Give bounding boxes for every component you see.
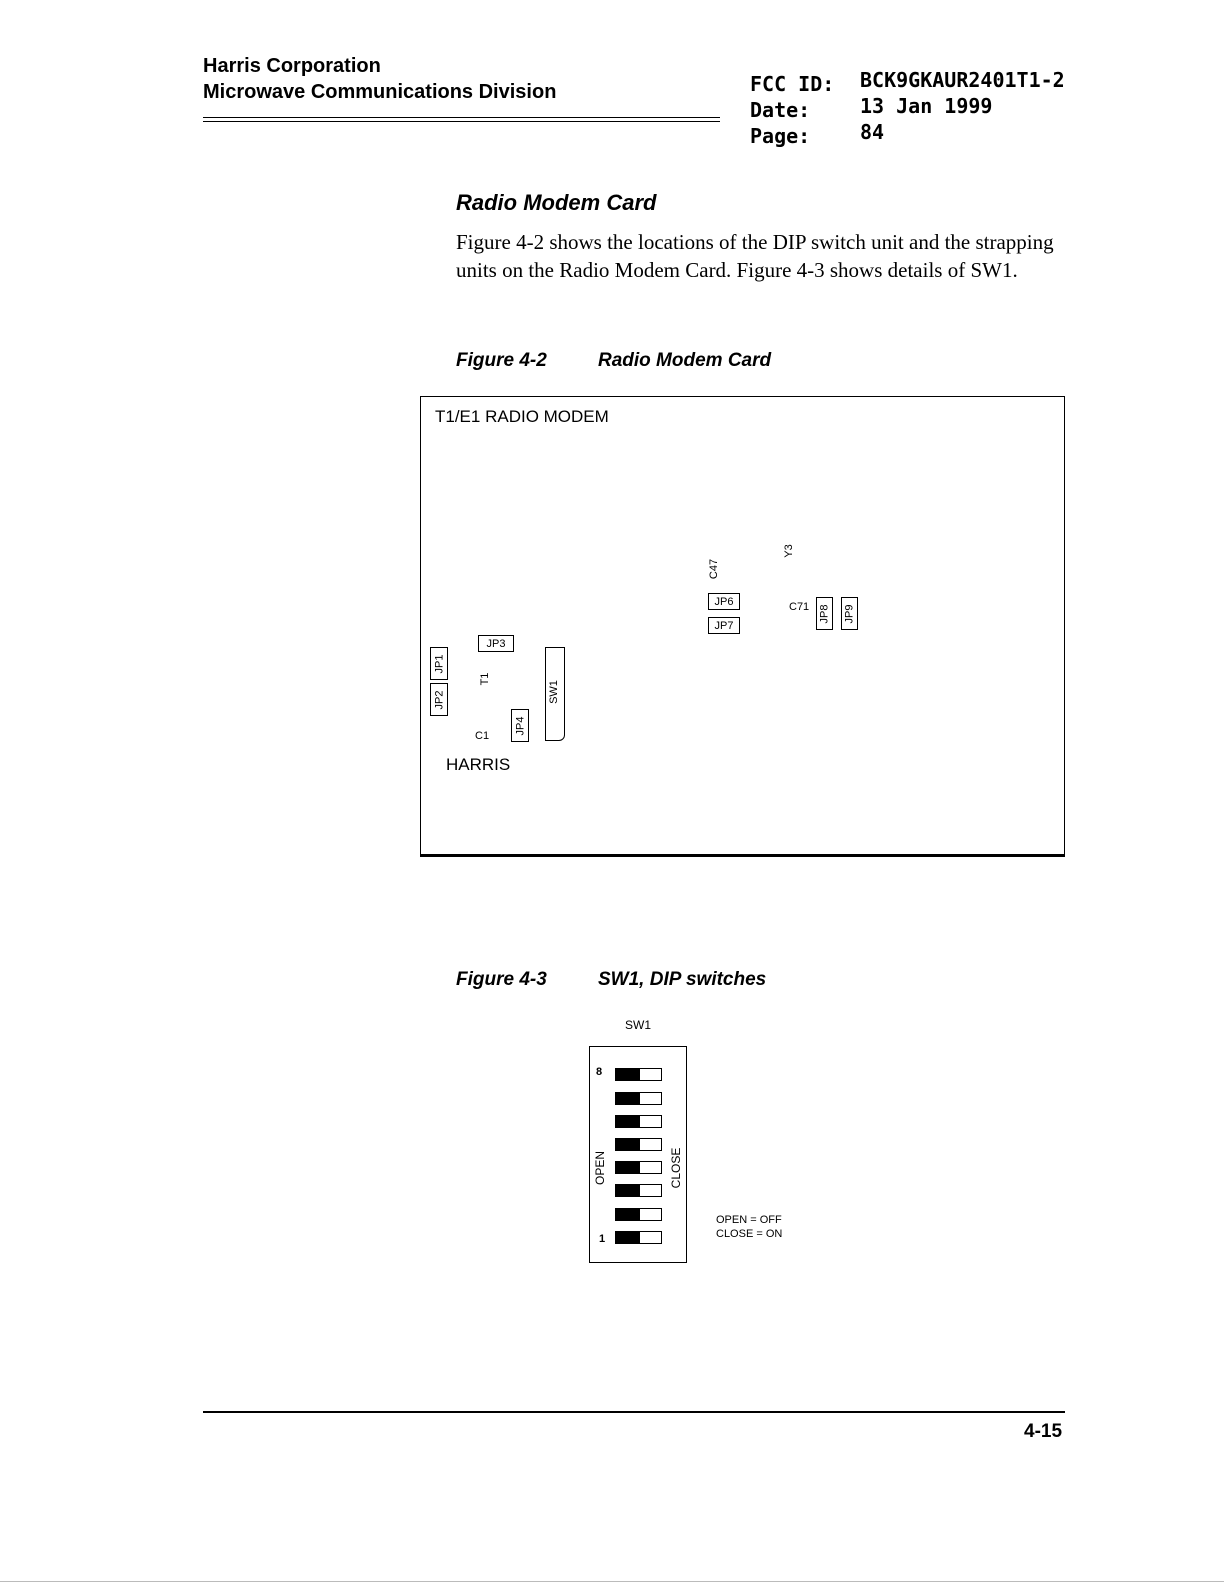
radio-modem-card-diagram: T1/E1 RADIO MODEM C47 Y3 JP6 JP7 C71 JP8… [420,396,1065,857]
dip-switch-diagram: 8 1 OPEN CLOSE [589,1046,687,1263]
dip-switch-6 [615,1115,662,1128]
date-value: 13 Jan 1999 [860,94,993,118]
section-body: Figure 4-2 shows the locations of the DI… [456,230,1054,282]
close-label: CLOSE [669,1147,683,1189]
dip-switch-7 [615,1092,662,1105]
switch-legend: OPEN = OFF CLOSE = ON [716,1213,782,1241]
jumper-jp2: JP2 [430,683,448,716]
figure-2-caption: Radio Modem Card [598,350,772,371]
page-label: Page: [750,124,811,148]
figure-3-caption: SW1, DIP switches [598,969,767,990]
dip-switch-4 [615,1161,662,1174]
page-value: 84 [860,120,885,144]
switch-index-top: 8 [596,1066,603,1078]
jumper-jp6: JP6 [708,593,740,610]
legend-open: OPEN = OFF [716,1214,782,1226]
footer-rule [203,1411,1065,1413]
jumper-jp3: JP3 [478,635,514,652]
dip-switch-3 [615,1184,662,1197]
label-sw1: SW1 [548,680,560,704]
dip-switch-2 [615,1208,662,1221]
dip-switch-5 [615,1138,662,1151]
header-rule [203,117,720,118]
dip-switch-8 [615,1068,662,1081]
company-name: Harris Corporation [203,55,381,77]
legend-close: CLOSE = ON [716,1228,783,1240]
fcc-id-value: BCK9GKAUR2401T1-2 [860,68,1065,92]
scan-edge-line [0,1581,1224,1582]
dip-switch-1 [615,1231,662,1244]
figure-3-number: Figure 4-3 [456,969,547,990]
label-y3: Y3 [783,544,795,558]
switch-index-bottom: 1 [599,1233,606,1245]
jumper-jp1: JP1 [430,647,448,680]
sw1-title: SW1 [625,1018,652,1032]
header-rule-double [203,121,720,122]
card-brand: HARRIS [446,755,511,774]
card-title: T1/E1 RADIO MODEM [435,407,609,426]
label-c1: C1 [475,730,490,742]
label-c47: C47 [708,558,720,580]
figure-2-number: Figure 4-2 [456,350,547,371]
jumper-jp4: JP4 [511,709,529,742]
section-title: Radio Modem Card [456,190,657,215]
jumper-jp8: JP8 [816,597,833,630]
page-number: 4-15 [1024,1421,1063,1442]
date-label: Date: [750,98,811,122]
division-name: Microwave Communications Division [203,81,557,103]
label-t1: T1 [479,672,491,686]
label-c71: C71 [789,601,810,613]
fcc-id-label: FCC ID: [750,72,835,96]
jumper-jp7: JP7 [708,617,740,634]
sw1-block: SW1 [545,647,565,741]
open-label: OPEN [593,1151,607,1186]
jumper-jp9: JP9 [841,597,858,630]
company-block: Harris Corporation Microwave Communicati… [203,53,556,105]
